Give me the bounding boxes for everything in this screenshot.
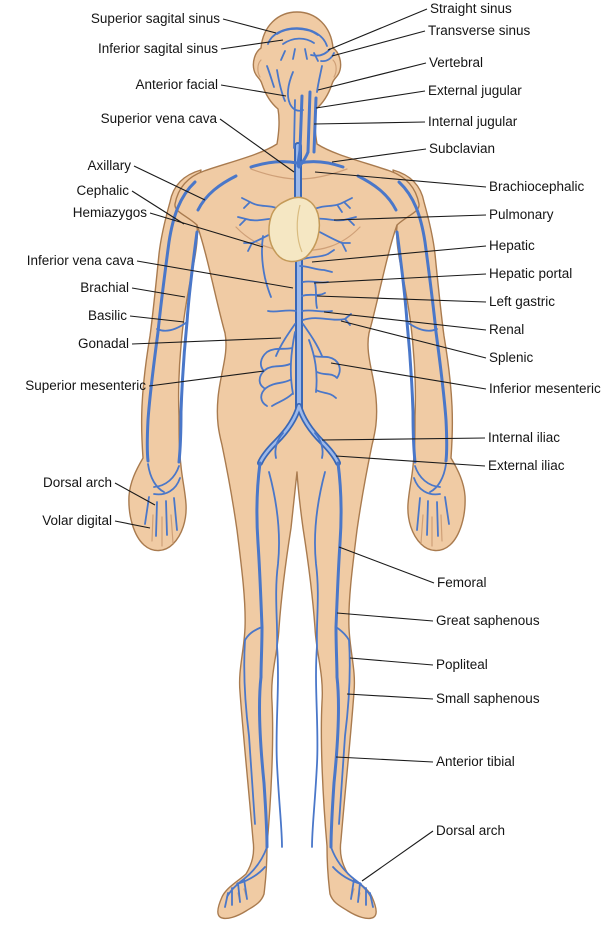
pulmonary-network-right	[311, 197, 357, 252]
leader-line	[149, 212, 264, 248]
hand-dorsal-arch-right	[413, 463, 447, 496]
transverse-sinus	[320, 52, 335, 63]
basilic-veins	[177, 230, 417, 464]
axillary-veins	[196, 174, 398, 212]
leader-line	[114, 520, 151, 529]
leader-line	[349, 657, 434, 666]
leader-line	[313, 273, 487, 284]
thin-veins	[144, 27, 450, 908]
hand-digital-veins-left	[144, 496, 178, 537]
straight-sinus	[310, 48, 331, 57]
leader-line	[336, 612, 434, 622]
skull-vein-network	[276, 27, 319, 62]
leader-line	[331, 148, 427, 163]
leader-line	[220, 39, 284, 50]
leader-line	[321, 437, 486, 441]
leader-line	[331, 30, 426, 57]
leader-line	[338, 546, 435, 584]
hepatic-veins	[299, 249, 335, 273]
median-cubital-veins	[156, 321, 438, 332]
renal-veins	[267, 309, 333, 313]
leader-line	[222, 18, 277, 34]
facial-veins	[266, 65, 304, 112]
leader-line	[131, 287, 186, 298]
leader-line	[317, 62, 427, 91]
internal-iliac-veins	[274, 432, 324, 459]
leader-line	[330, 362, 487, 390]
foot-dorsal-arch-left	[224, 846, 268, 908]
leader-line	[315, 90, 426, 109]
leader-line	[335, 756, 434, 763]
hand-digital-veins-right	[416, 496, 450, 537]
medium-veins	[145, 90, 449, 849]
anterior-tibial-veins	[258, 675, 340, 849]
superior-mesenteric-vein	[258, 331, 296, 407]
cephalic-veins	[145, 180, 449, 463]
jugular-veins	[298, 90, 318, 154]
leader-line	[220, 84, 287, 97]
subclavian-veins	[249, 160, 345, 169]
leader-line	[323, 311, 487, 331]
leader-line	[136, 260, 294, 289]
small-saphenous-veins	[243, 639, 351, 825]
leader-line	[313, 121, 426, 125]
leader-line	[327, 8, 428, 51]
vertebral-vein	[293, 65, 323, 149]
leader-lines	[114, 8, 487, 882]
leader-line	[148, 370, 265, 387]
leader-line	[114, 482, 156, 506]
inferior-mesenteric-vein	[308, 339, 341, 399]
foot-dorsal-arch-right	[330, 846, 374, 908]
leader-line	[131, 190, 185, 225]
great-saphenous-veins	[268, 471, 326, 848]
leader-line	[311, 245, 487, 263]
leader-line	[314, 171, 487, 188]
leader-line	[129, 315, 185, 323]
leader-line	[335, 455, 486, 467]
left-gastric-vein	[301, 292, 326, 297]
hand-dorsal-arch-left	[147, 463, 181, 496]
leader-line	[333, 214, 487, 221]
leader-line	[133, 165, 206, 201]
popliteal-connectors	[244, 626, 350, 641]
heart	[268, 196, 321, 263]
femoral-veins	[255, 461, 343, 679]
leader-line	[219, 118, 295, 173]
leader-line	[131, 337, 282, 345]
leader-line	[361, 830, 434, 882]
gonadal-veins	[275, 323, 323, 357]
leader-line	[340, 320, 487, 359]
leader-line	[346, 693, 434, 700]
hemiazygos-vein	[261, 235, 272, 298]
leader-line	[316, 295, 487, 303]
